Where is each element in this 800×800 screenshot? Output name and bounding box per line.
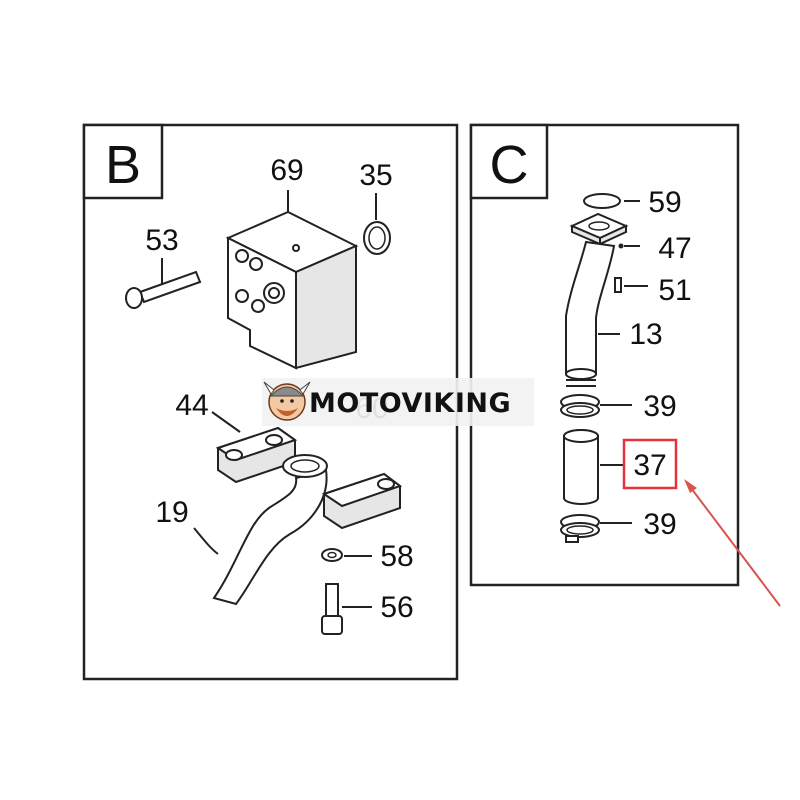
callout-37: 37 (633, 449, 666, 482)
callout-35: 35 (359, 159, 392, 192)
part-19-hose (193, 454, 328, 606)
callout-56: 56 (380, 591, 413, 624)
pointer-arrow (684, 479, 781, 607)
part-39-clamp-lower (560, 514, 632, 543)
panel-c-letter: C (490, 135, 529, 195)
panel-b-letter-box (82, 123, 164, 200)
callout-37-highlight (622, 438, 678, 490)
callout-53: 53 (145, 224, 178, 257)
callout-39-lower: 39 (643, 508, 676, 541)
panel-c-letter-box (469, 123, 549, 200)
part-39-clamp-upper (560, 394, 632, 418)
callout-19: 19 (155, 496, 188, 529)
panel-c: C 59 47 51 13 (469, 123, 740, 587)
callout-13: 13 (629, 318, 662, 351)
part-58-washer (321, 548, 372, 562)
part-37-hose-sleeve (563, 429, 624, 505)
part-56-screw (321, 583, 372, 635)
part-59-o-ring (583, 193, 640, 209)
watermark-text: MOTOVIKING (309, 388, 511, 419)
callout-51: 51 (658, 274, 691, 307)
part-51-bolt (614, 277, 648, 293)
part-13-pipe (565, 240, 620, 387)
callout-44: 44 (175, 389, 208, 422)
watermark: MOTOVIKING (262, 378, 534, 426)
callout-39-upper: 39 (643, 390, 676, 423)
panel-b-letter: B (105, 135, 141, 195)
callout-59: 59 (648, 186, 681, 219)
callout-47: 47 (658, 232, 691, 265)
part-35-o-ring (363, 193, 391, 255)
viking-mascot-icon (263, 381, 311, 421)
part-44-flange-half (211, 411, 298, 484)
callout-69: 69 (270, 154, 303, 187)
part-53-bolt (125, 258, 202, 309)
part-60-flange-half (321, 472, 403, 530)
part-47-flange-plate (569, 212, 640, 249)
part-69-valve-block (225, 190, 359, 370)
callout-58: 58 (380, 540, 413, 573)
